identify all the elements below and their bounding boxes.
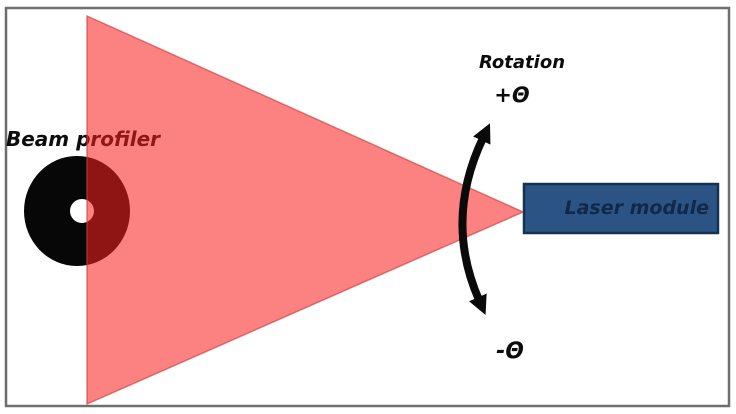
laser-module-label: Laser module bbox=[565, 197, 710, 219]
plus-theta-label: +Θ bbox=[494, 83, 530, 107]
diagram-frame bbox=[4, 6, 731, 408]
minus-theta-label: -Θ bbox=[496, 339, 524, 364]
laser-module-box bbox=[522, 182, 720, 235]
rotation-arrow bbox=[458, 123, 491, 315]
rotation-label: Rotation bbox=[479, 52, 565, 73]
laser-beam-triangle bbox=[86, 14, 525, 406]
